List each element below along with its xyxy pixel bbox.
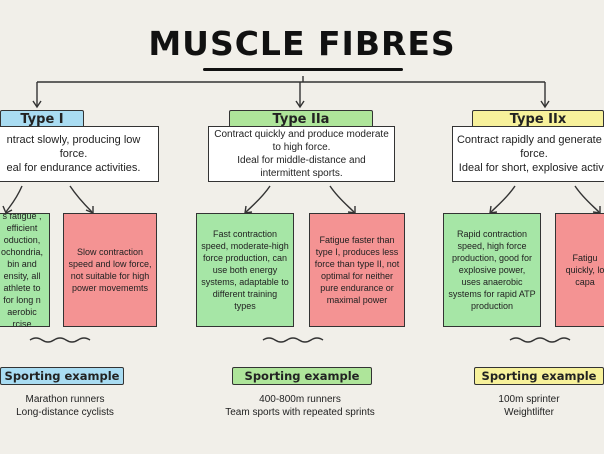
type-iix-advantages-text: Rapid contraction speed, high force prod… [448,229,536,311]
type-iia-disadvantages-text: Fatigue faster than type I, produces les… [314,235,400,305]
type-i-description-line: force. [59,148,88,160]
type-iia-example-item: 400-800m runners [259,394,341,405]
title-underline [203,68,403,71]
type-iia-sporting-example-label: Sporting example [232,367,372,385]
type-iix-description-line: Contract rapidly and generate h [456,134,604,146]
type-iia-description-line: to high force. [272,142,331,153]
type-i-example-item: Long-distance cyclists [16,407,114,418]
type-iia-advantages-text: Fast contraction speed, moderate-high fo… [201,229,289,311]
type-i-examples: Marathon runners Long-distance cyclists [0,393,140,419]
type-i-disadvantages-text: Slow contraction speed and low force, no… [68,247,152,293]
type-iix-example-item: 100m sprinter [498,394,560,405]
type-iia-examples: 400-800m runners Team sports with repeat… [210,393,390,419]
type-i-advantages-card: s fatigue , efficient oduction, ochondri… [0,213,50,327]
type-iia-description-line: Ideal for middle-distance and [237,155,366,166]
type-i-advantages-text: s fatigue , efficient oduction, ochondri… [0,213,44,327]
type-iia-description-line: Contract quickly and produce moderate [214,129,389,140]
page-title: MUSCLE FIBRES [148,24,456,63]
type-i-disadvantages-card: Slow contraction speed and low force, no… [63,213,157,327]
type-iix-disadvantages-text: Fatigu quickly, lo capa [565,253,604,287]
type-iia-description-line: intermittent sports. [260,168,343,179]
type-i-description: ntract slowly, producing low force. eal … [0,126,159,182]
type-iix-sporting-example-label: Sporting example [474,367,604,385]
type-iia-disadvantages-card: Fatigue faster than type I, produces les… [309,213,405,327]
type-iix-description-line: Ideal for short, explosive activit [458,162,604,174]
type-i-description-line: ntract slowly, producing low [6,134,141,146]
type-iix-examples: 100m sprinter Weightlifter [474,393,584,419]
type-i-sporting-example-label: Sporting example [0,367,124,385]
type-iix-description-line: force. [520,148,548,160]
type-iia-advantages-card: Fast contraction speed, moderate-high fo… [196,213,294,327]
type-iix-example-item: Weightlifter [504,407,554,418]
type-iix-disadvantages-card: Fatigu quickly, lo capa [555,213,604,327]
type-iix-description: Contract rapidly and generate h force. I… [452,126,604,182]
type-i-description-line: eal for endurance activities. [6,162,141,174]
type-iia-example-item: Team sports with repeated sprints [225,407,375,418]
type-iia-description: Contract quickly and produce moderate to… [208,126,395,182]
type-i-example-item: Marathon runners [25,394,105,405]
type-iix-advantages-card: Rapid contraction speed, high force prod… [443,213,541,327]
